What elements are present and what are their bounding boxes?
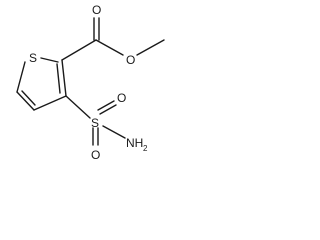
carbonyl-oxygen-label: O — [92, 3, 101, 17]
methyl-ester-group — [61, 17, 165, 61]
bond-c3-sulfonyl-s — [65, 95, 91, 119]
bond-so-top-a — [97, 100, 115, 111]
bond-ether-o-methyl — [136, 39, 165, 56]
bond-s-c5 — [16, 61, 26, 93]
bond-c3-c2-inner — [56, 63, 61, 94]
bond-so-top-b — [99, 104, 117, 115]
bond-c5-c4 — [16, 91, 35, 111]
bond-s-c2 — [40, 57, 59, 63]
amide-nitrogen-label: NH — [126, 136, 143, 150]
sulfonyl-sulfur-label: S — [91, 116, 99, 130]
amide-subscript-label: 2 — [143, 144, 148, 153]
sulfonyl-oxygen-bottom-label: O — [91, 148, 100, 162]
molecule-structure: S O O S O O NH 2 — [16, 3, 165, 162]
sulfonamide-group — [65, 95, 126, 146]
bond-carbonyl-c-ether-o — [95, 39, 124, 56]
ring-sulfur-label: S — [29, 51, 37, 65]
thiophene-ring — [16, 57, 67, 111]
bond-c4-c3 — [33, 95, 67, 111]
ether-oxygen-label: O — [126, 53, 135, 67]
bond-c5-c4-inner — [21, 90, 36, 106]
bond-c2-carbonyl-c — [61, 39, 97, 61]
bond-c3-c2 — [61, 59, 67, 97]
bond-s-n — [102, 125, 126, 139]
sulfonyl-oxygen-top-label: O — [117, 91, 126, 105]
